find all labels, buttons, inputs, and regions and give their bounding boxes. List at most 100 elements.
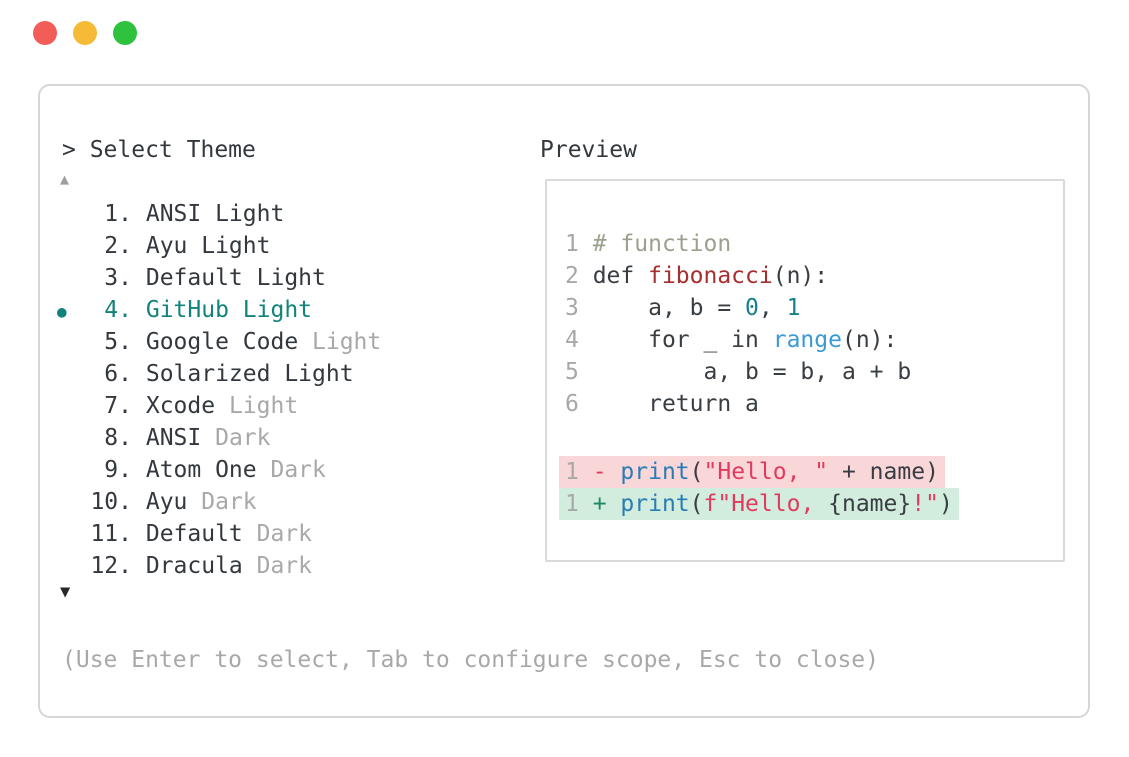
theme-item-number: 9.: [104, 457, 132, 483]
line-number: 1: [565, 231, 593, 257]
theme-item-number: 6.: [104, 361, 132, 387]
code-token-string: "Hello, ": [703, 459, 829, 485]
code-token-builtin: range: [772, 327, 842, 353]
code-token-plain: for _ in: [592, 327, 773, 353]
code-line: 3 a, b = 0, 1: [565, 292, 911, 324]
theme-list-item[interactable]: 9. Atom One Dark: [40, 454, 520, 486]
selected-bullet-icon: [52, 392, 90, 424]
theme-list-item[interactable]: 1. ANSI Light: [40, 198, 520, 230]
code-line: 6 return a: [565, 388, 911, 420]
scroll-down-icon[interactable]: ▼: [60, 582, 71, 602]
code-token-func: fibonacci: [648, 263, 773, 289]
theme-list-item[interactable]: 2. Ayu Light: [40, 230, 520, 262]
theme-item-variant-label: Dark: [201, 489, 257, 515]
code-token-plain: a, b = b, a + b: [592, 359, 912, 385]
theme-item-variant-label: Light: [228, 393, 299, 419]
theme-item-variant-label: Dark: [270, 457, 326, 483]
selected-bullet-icon: [52, 360, 90, 392]
code-token-plain: ,: [758, 295, 787, 321]
theme-item-number: 11.: [90, 521, 132, 547]
code-token-plain: (n):: [841, 327, 898, 353]
selected-bullet-icon: [52, 200, 90, 232]
theme-item-label: Solarized Light: [132, 361, 354, 387]
theme-list-item[interactable]: 5. Google Code Light: [40, 326, 520, 358]
code-token-plain: a, b =: [592, 295, 746, 321]
theme-item-label: Default: [132, 521, 257, 547]
code-line: 5 a, b = b, a + b: [565, 356, 911, 388]
theme-list-item[interactable]: 7. Xcode Light: [40, 390, 520, 422]
selected-bullet-icon: ●: [57, 302, 67, 321]
line-number: 3: [565, 295, 593, 321]
code-line: 4 for _ in range(n):: [565, 324, 911, 356]
theme-item-label: Atom One: [132, 457, 271, 483]
diff-line: 1 + print(f"Hello, {name}!"): [559, 488, 959, 520]
selected-bullet-icon: [52, 424, 90, 456]
theme-item-number: 1.: [104, 201, 132, 227]
code-token-plain: (n):: [772, 263, 829, 289]
preview-title: Preview: [540, 137, 637, 163]
theme-item-number: 4.: [104, 297, 132, 323]
line-number: 6: [565, 391, 593, 417]
theme-list-item[interactable]: 8. ANSI Dark: [40, 422, 520, 454]
code-token-plain: def: [592, 263, 649, 289]
help-text: (Use Enter to select, Tab to configure s…: [62, 647, 879, 673]
code-token-plain: {name}: [828, 491, 912, 517]
theme-item-number: 3.: [104, 265, 132, 291]
code-token-plain: ): [938, 491, 953, 517]
theme-item-variant-label: Dark: [256, 521, 313, 547]
diff-line-added: 1 + print(f"Hello, {name}!"): [559, 488, 959, 520]
close-button[interactable]: [33, 21, 57, 45]
code-token-plain: + name): [828, 459, 939, 485]
line-number: 1: [565, 459, 593, 485]
theme-item-number: 5.: [104, 329, 132, 355]
diff-sample: 1 - print("Hello, " + name)1 + print(f"H…: [559, 456, 959, 520]
theme-item-label: Ayu Light: [132, 233, 271, 259]
theme-list-item[interactable]: 11. Default Dark: [40, 518, 520, 550]
window-controls: [33, 21, 137, 45]
theme-item-number: 10.: [90, 489, 132, 515]
selected-bullet-icon: [52, 488, 90, 520]
theme-item-label: Dracula: [132, 553, 257, 579]
picker-title: > Select Theme: [62, 137, 256, 163]
theme-item-number: 7.: [104, 393, 132, 419]
code-token-comment: # function: [592, 231, 732, 257]
selected-bullet-icon: [52, 552, 90, 584]
code-token-minus: -: [592, 459, 621, 485]
theme-item-label: GitHub Light: [132, 297, 313, 323]
theme-item-label: ANSI: [132, 425, 216, 451]
code-token-plain: return a: [592, 391, 759, 417]
code-token-call: print: [620, 459, 690, 485]
scroll-up-icon[interactable]: ▲: [60, 170, 70, 188]
maximize-button[interactable]: [113, 21, 137, 45]
minimize-button[interactable]: [73, 21, 97, 45]
code-token-number: 0: [745, 295, 759, 321]
theme-item-label: Google Code: [132, 329, 313, 355]
code-token-string: !": [911, 491, 939, 517]
theme-list-item[interactable]: 10. Ayu Dark: [40, 486, 520, 518]
theme-item-label: Xcode: [132, 393, 229, 419]
theme-list-item[interactable]: 12. Dracula Dark: [40, 550, 520, 582]
code-line: 2 def fibonacci(n):: [565, 260, 911, 292]
theme-list-item[interactable]: 3. Default Light: [40, 262, 520, 294]
line-number: 1: [565, 491, 593, 517]
selected-bullet-icon: [52, 520, 90, 552]
code-token-number: 1: [786, 295, 801, 321]
code-line: 1 # function: [565, 228, 911, 260]
theme-item-variant-label: Light: [312, 329, 382, 355]
code-token-plain: (: [689, 491, 704, 517]
theme-list-item[interactable]: ● 4. GitHub Light: [40, 294, 520, 326]
line-number: 4: [565, 327, 593, 353]
code-token-plus: +: [592, 491, 621, 517]
code-token-plain: (: [689, 459, 704, 485]
theme-list-item[interactable]: 6. Solarized Light: [40, 358, 520, 390]
line-number: 2: [565, 263, 593, 289]
theme-item-label: Ayu: [132, 489, 202, 515]
theme-picker-window: > Select Theme ▲ 1. ANSI Light 2. Ayu Li…: [38, 84, 1090, 718]
theme-item-variant-label: Dark: [256, 553, 313, 579]
selected-bullet-icon: [52, 456, 90, 488]
line-number: 5: [565, 359, 593, 385]
code-token-string: f"Hello,: [703, 491, 829, 517]
